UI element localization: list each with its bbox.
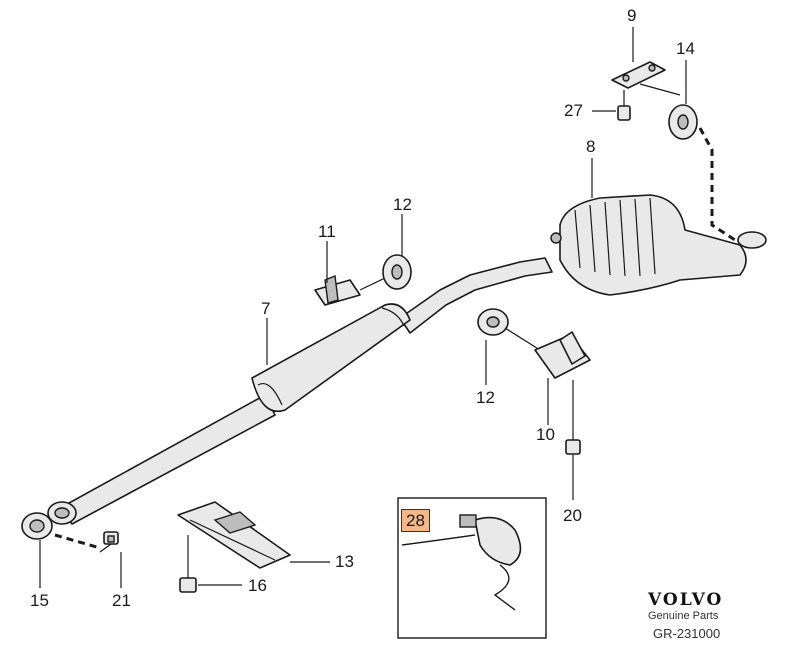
callout-13: 13 (335, 552, 354, 571)
mount-14-line (698, 127, 736, 242)
callout-9: 9 (627, 6, 637, 25)
bolt-16 (179, 535, 197, 593)
callout-15: 15 (30, 591, 49, 610)
front-pipe (59, 394, 276, 525)
callout-12-upper: 12 (393, 195, 412, 214)
callout-8: 8 (586, 137, 596, 156)
intermediate-pipe (399, 257, 553, 334)
callout-11: 11 (318, 222, 336, 241)
bracket-9 (611, 61, 681, 96)
pipe-flange (47, 501, 77, 525)
front-gasket (21, 512, 53, 540)
bolt-21-line (54, 533, 101, 550)
callout-21: 21 (112, 591, 131, 610)
detail-inset-28 (397, 497, 547, 639)
callout-10: 10 (536, 425, 555, 444)
callout-28: 28 (401, 509, 430, 532)
rubber-mount-12-lower (477, 308, 509, 336)
callout-14: 14 (676, 39, 695, 58)
bolt-21 (99, 531, 119, 553)
rubber-mount-14 (668, 104, 698, 140)
callout-16: 16 (248, 576, 267, 595)
heat-shield-13 (177, 501, 291, 569)
center-silencer (251, 303, 411, 413)
callout-12-lower: 12 (476, 388, 495, 407)
rear-silencer (550, 194, 767, 296)
bolt-27 (617, 90, 631, 121)
diagram-reference: GR-231000 (653, 626, 721, 641)
callout-7: 7 (261, 299, 271, 318)
brand-tagline: Genuine Parts (648, 610, 719, 622)
brand-logo-text: VOLVO (648, 590, 724, 610)
bolt-20 (565, 380, 581, 455)
bracket-11 (314, 275, 386, 306)
callout-27: 27 (564, 101, 583, 120)
rubber-mount-12-upper (382, 254, 412, 290)
callout-20: 20 (563, 506, 582, 525)
leader-lines (39, 27, 687, 588)
bracket-10 (504, 327, 591, 379)
